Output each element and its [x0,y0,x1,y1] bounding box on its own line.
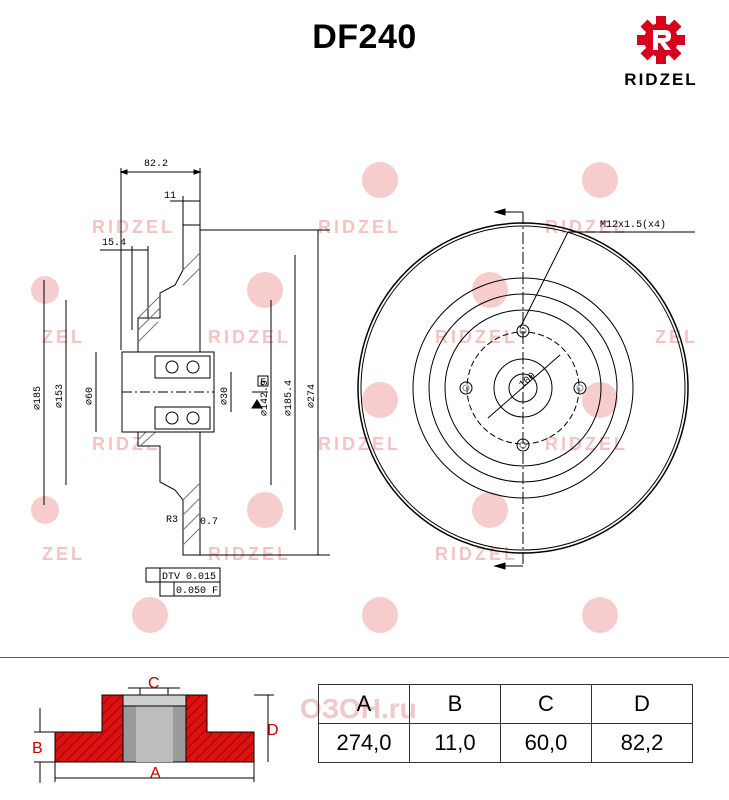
side-view-labels: 82.2 11 15.4 ⌀185 ⌀153 ⌀60 ⌀30 ⌀142.9 ⌀1… [33,159,318,597]
watermark-text: RIDZEL [318,434,401,454]
dim-d153: ⌀153 [55,384,66,408]
front-view-labels: M12x1.5(x4) 100 [518,219,667,391]
table-cell: 60,0 [500,723,592,763]
watermark-text: ZEL [655,327,698,347]
table-header-cell: A [318,684,410,724]
table-cell: 274,0 [318,723,410,763]
legend-label-c: C [148,675,160,692]
tolerance-dtv: DTV 0.015 [162,572,216,583]
dim-d60: ⌀60 [85,387,96,405]
watermark-text: RIDZEL [435,327,518,347]
legend-label-d: D [267,722,279,739]
legend-label-a: A [150,765,161,782]
dimensions-table: A B C D 274,0 11,0 60,0 82,2 [318,684,693,763]
brand-name: RIDZEL [624,70,698,89]
dim-flange: 11 [164,191,176,202]
watermark-text: RIDZEL [92,217,175,237]
watermark-text: RIDZEL [208,327,291,347]
table-header-cell: D [591,684,693,724]
table-header-row: A B C D [318,684,693,724]
dim-d274: ⌀274 [307,384,318,408]
tolerance-runout: 0.050 F [176,586,218,597]
legend-disc-section [54,694,255,763]
watermark-text: RIDZEL [208,544,291,564]
finish-label: R3 [166,515,178,526]
section-divider [0,657,729,658]
datum-label: F [260,378,266,389]
dim-d185: ⌀185 [33,386,44,410]
legend-dim-lines [34,687,274,783]
table-header-cell: B [409,684,501,724]
dim-d30: ⌀30 [220,387,231,405]
watermark-text: RIDZEL [545,434,628,454]
legend-label-b: B [32,740,43,757]
table-row: 274,0 11,0 60,0 82,2 [318,723,693,763]
ridzel-gear-logo-icon [637,16,685,64]
front-view [357,208,695,570]
side-section-view [43,168,330,597]
watermark-text: ZEL [42,327,85,347]
watermark-text: RIDZEL [435,544,518,564]
table-header-cell: C [500,684,592,724]
part-number-title: DF240 [312,18,417,56]
watermark-layer: RIDZEL RIDZEL RIDZEL ZEL RIDZEL RIDZEL Z… [31,162,698,633]
dim-d142: ⌀142.9 [260,380,271,416]
finish-label: 0.7 [200,517,218,528]
brand-logo: RIDZEL [606,14,716,94]
table-cell: 11,0 [409,723,501,763]
technical-drawing: RIDZEL RIDZEL RIDZEL ZEL RIDZEL RIDZEL Z… [31,159,698,633]
watermark-text: RIDZEL [318,217,401,237]
thread-label: M12x1.5(x4) [600,219,666,231]
watermark-text: ZEL [42,544,85,564]
dim-offset: 15.4 [102,238,126,249]
dim-d185-4: ⌀185.4 [284,380,295,416]
dim-overall-width: 82.2 [144,159,168,170]
table-cell: 82,2 [591,723,693,763]
